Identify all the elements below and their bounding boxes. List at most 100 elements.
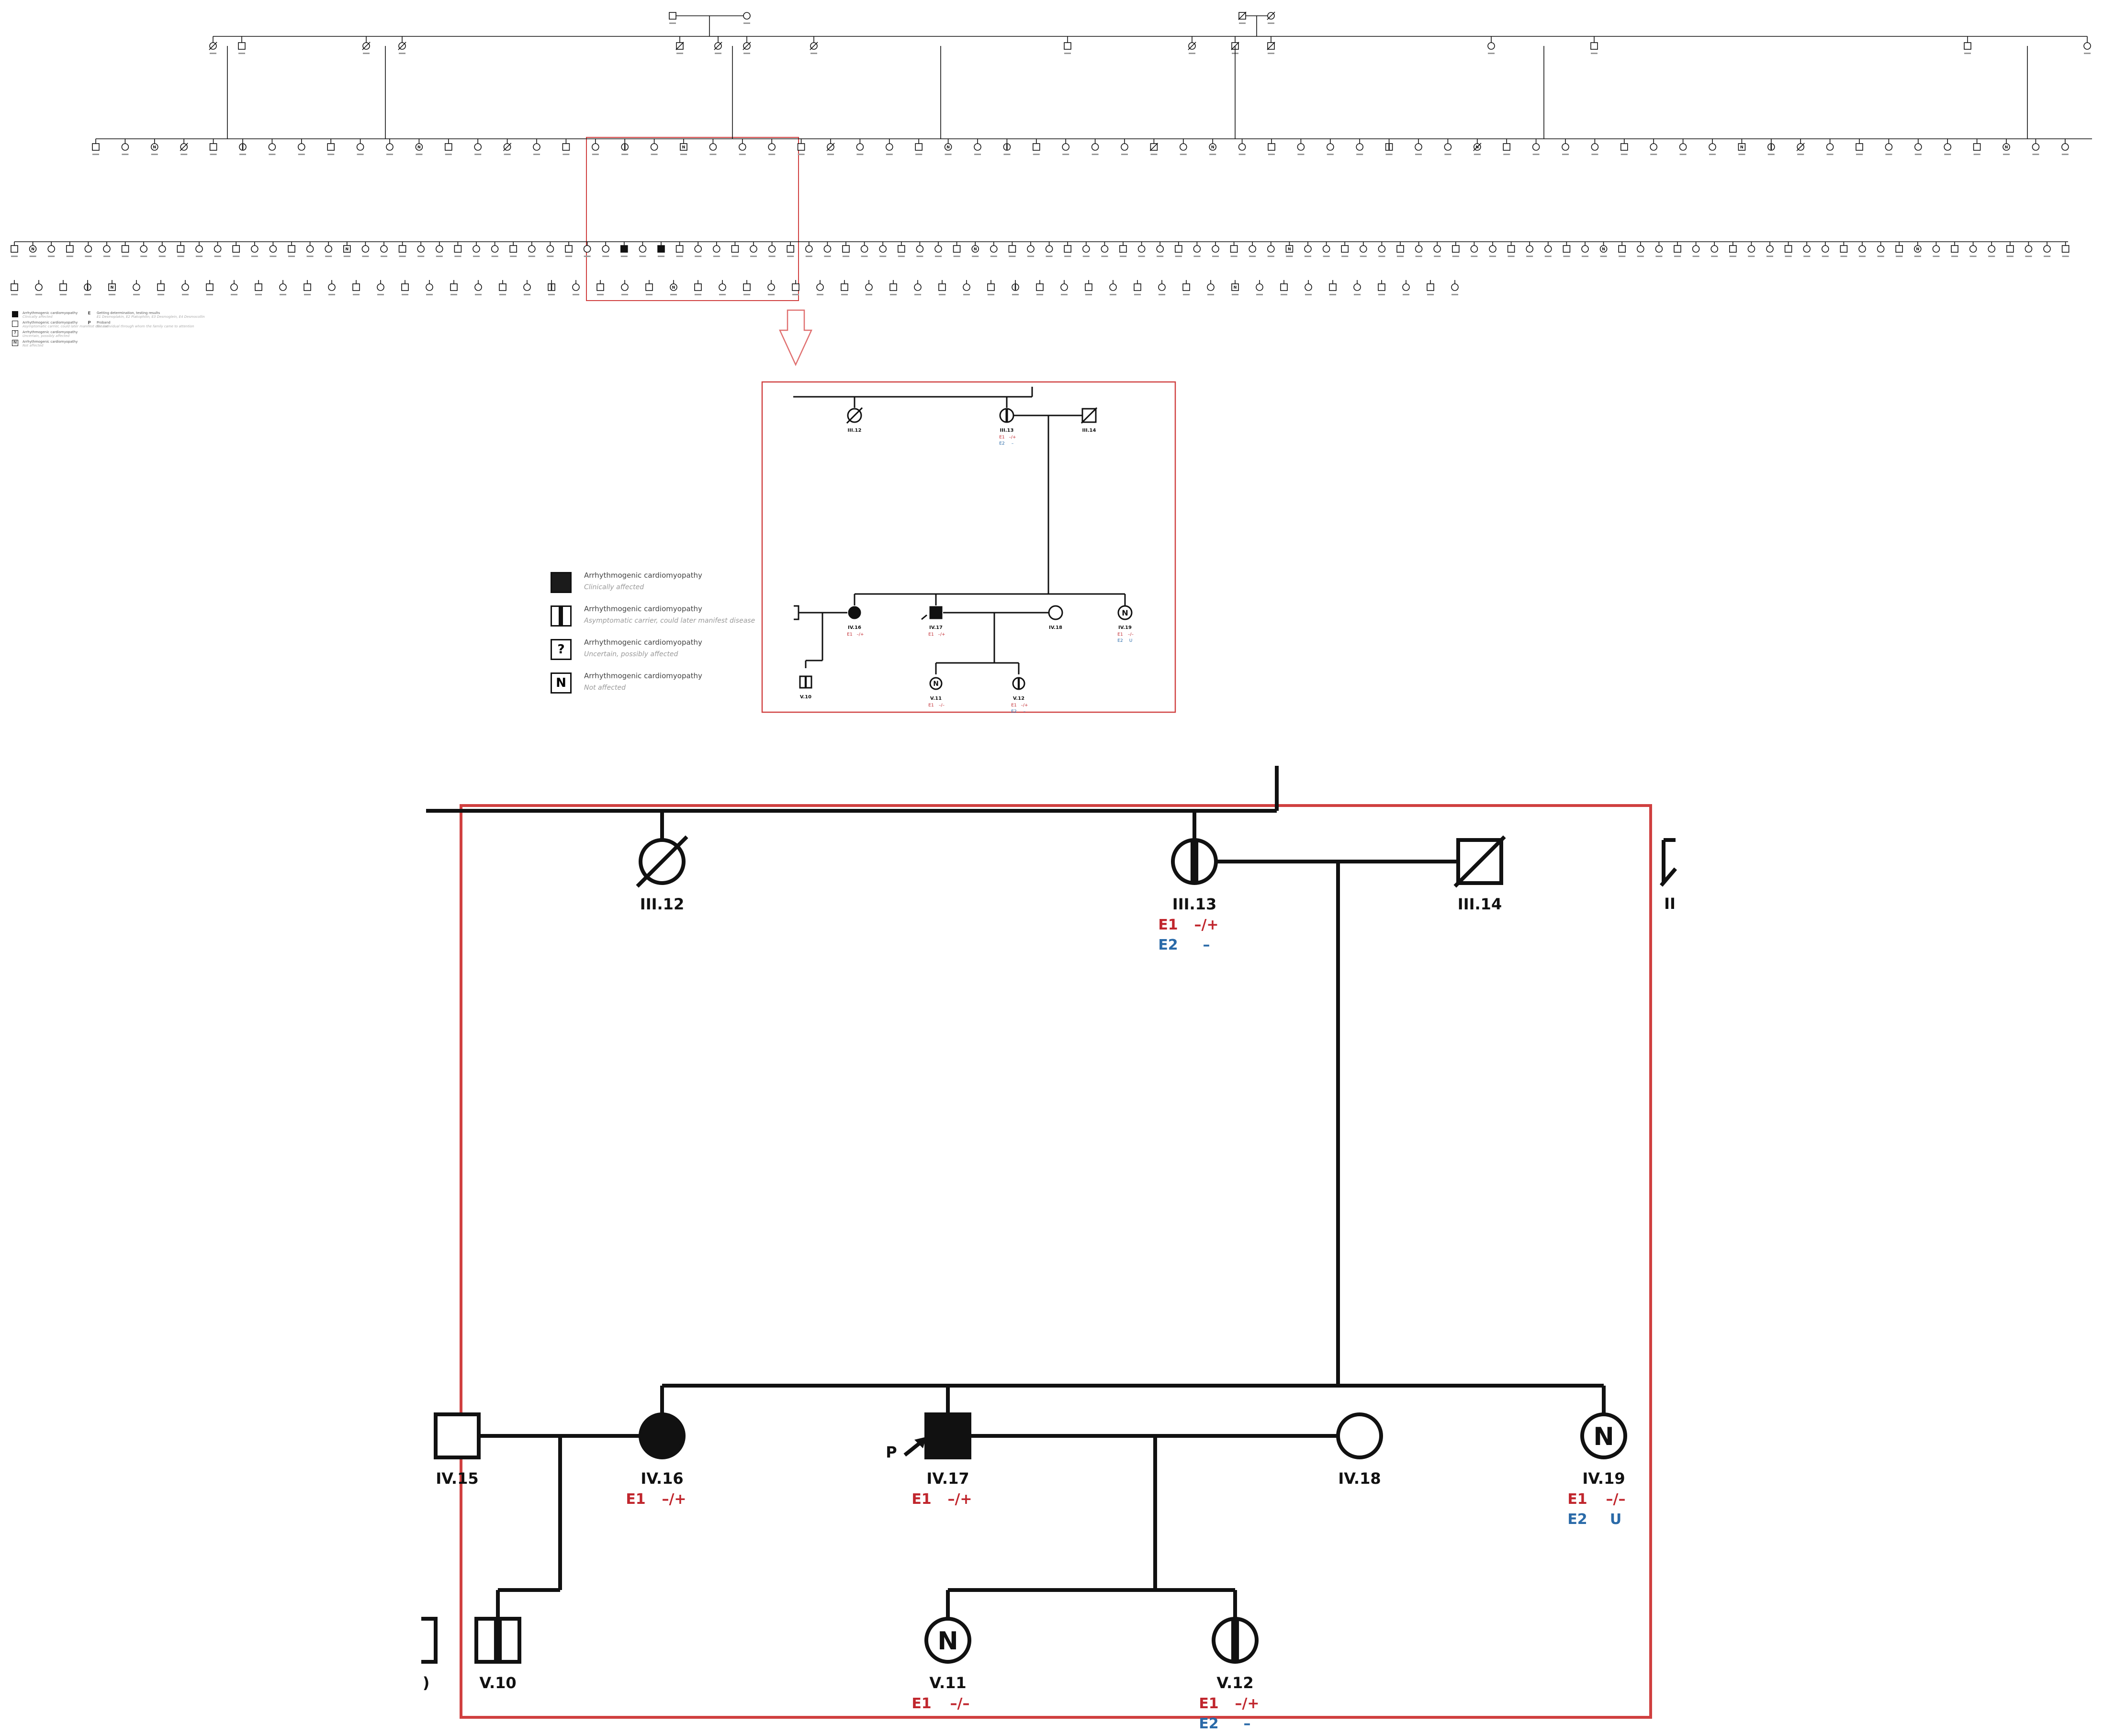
tiny-label (1822, 256, 1829, 257)
symbol-shape (1433, 245, 1441, 253)
tiny-label (1138, 256, 1145, 257)
symbol-shape (1036, 283, 1044, 291)
tiny-label (1180, 154, 1187, 155)
female-circle-n-icon (916, 245, 924, 253)
female-circle-n-icon (750, 245, 757, 253)
tiny-label (1212, 256, 1219, 257)
tiny-label (1268, 53, 1274, 54)
female-circle-affected-icon (848, 606, 861, 619)
tiny-label (750, 256, 757, 257)
tiny-label (1973, 154, 1980, 155)
tiny-label (402, 294, 408, 295)
tiny-label (1434, 256, 1441, 257)
test-result: – (1012, 441, 1014, 446)
tiny-label (158, 294, 164, 295)
tiny-label (270, 256, 277, 257)
female-circle-n-icon (1766, 245, 1774, 253)
symbol-shape (92, 143, 100, 151)
symbol-shape (415, 143, 423, 151)
tiny-label (2084, 53, 2091, 54)
female-circle-n-icon (435, 245, 443, 253)
female-circle-n-icon (2025, 245, 2033, 253)
status-mark: N (1288, 247, 1291, 251)
tiny-label (1452, 256, 1459, 257)
female-circle-n-icon (743, 12, 751, 20)
status-mark: N (31, 247, 34, 251)
symbol-shape (1914, 245, 1922, 253)
legend-title: Arrhythmogenic cardiomyopathy (584, 605, 702, 613)
tiny-label (1286, 256, 1293, 257)
tiny-label (48, 256, 55, 257)
status-mark: N (345, 247, 349, 251)
female-circle-n-icon (963, 283, 970, 291)
female-circle-n-icon (2043, 245, 2051, 253)
female-circle-n-icon (140, 245, 148, 253)
carrier-bar (1190, 842, 1199, 881)
tiny-label (2025, 256, 2032, 257)
male-square-n-icon (1620, 143, 1628, 151)
female-circle-n-icon (306, 245, 314, 253)
individual-label: V.11 (930, 696, 942, 701)
female-circle-n-icon (1710, 245, 1718, 253)
test-gene: E1 (847, 632, 852, 637)
tiny-label (1091, 154, 1099, 155)
symbol-shape (971, 245, 979, 253)
female-circle-n-icon (546, 245, 554, 253)
female-circle-carrier-icon (1012, 677, 1025, 690)
male-square-n-icon (1396, 245, 1404, 253)
female-circle-n-icon (1489, 245, 1496, 253)
symbol-shape (1297, 143, 1305, 151)
female-circle-n-icon (934, 245, 942, 253)
male-square-n-icon (1085, 283, 1092, 291)
male-square-n-icon (11, 283, 18, 291)
tiny-label (1230, 256, 1238, 257)
legend-symbol-icon (12, 321, 18, 327)
male-square-n-icon (255, 283, 262, 291)
female-circle-n-icon (709, 143, 717, 151)
symbol-shape (195, 245, 203, 253)
symbol-shape (768, 143, 776, 151)
female-circle-n-icon (1433, 245, 1441, 253)
female-circle-n-icon (914, 283, 922, 291)
tiny-label (1036, 294, 1043, 295)
female-circle-n-icon (621, 283, 629, 291)
legend-desc: Uncertain, possibly affected (584, 650, 678, 658)
tiny-label (1134, 294, 1141, 295)
tiny-label (399, 53, 405, 54)
tiny-label (715, 53, 721, 54)
female-circle-n-icon (417, 245, 425, 253)
tiny-label (473, 256, 480, 257)
symbol-shape (1175, 245, 1182, 253)
symbol-shape (206, 283, 214, 291)
female-circle-n-icon (84, 245, 92, 253)
tiny-label (621, 294, 628, 295)
legend-symbol-icon: E (88, 311, 91, 316)
symbol-shape (963, 283, 970, 291)
individual-label: III.12 (640, 895, 684, 913)
symbol-shape (1064, 245, 1071, 253)
male-square-n-icon (59, 283, 67, 291)
tiny-label (805, 256, 812, 257)
female-circle-n-icon (990, 245, 998, 253)
male-square-n-icon (1563, 245, 1571, 253)
status-mark: N (946, 145, 950, 149)
symbol-shape (1803, 245, 1811, 253)
male-square-n-icon (1119, 245, 1127, 253)
tiny-label (180, 154, 188, 155)
symbol-shape (1822, 245, 1829, 253)
symbol-shape (669, 12, 676, 20)
symbol-shape (924, 1617, 971, 1664)
symbol-shape (1109, 283, 1117, 291)
female-circle-n-icon (1402, 283, 1410, 291)
tiny-label (879, 256, 887, 257)
male-square-n-icon (731, 245, 739, 253)
female-circle-n-icon (1877, 245, 1885, 253)
tiny-label (1503, 154, 1510, 155)
female-circle-n-icon (1156, 245, 1164, 253)
symbol-shape (1378, 245, 1386, 253)
tiny-label (1489, 256, 1496, 257)
symbol-shape (1581, 245, 1589, 253)
test-result: –/+ (662, 1491, 686, 1508)
test-result: – (1244, 1715, 1251, 1732)
